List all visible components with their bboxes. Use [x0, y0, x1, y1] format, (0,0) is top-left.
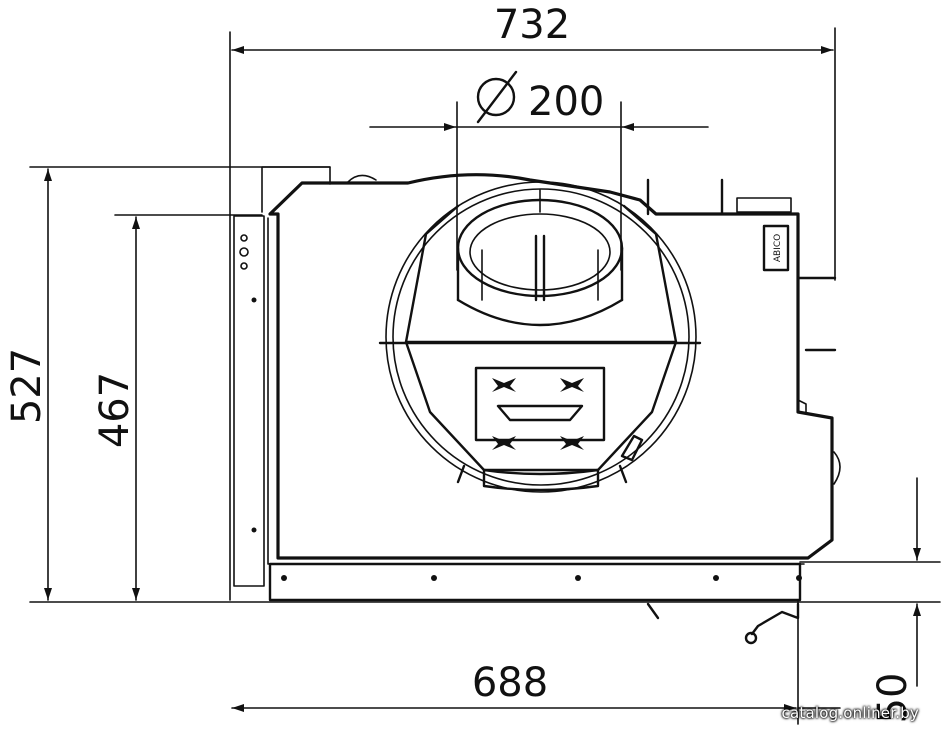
- wing-nut-icon: [492, 378, 584, 450]
- dimension-base-offset: 50: [799, 477, 941, 724]
- fireplace-insert: ABICO: [233, 166, 841, 645]
- dimension-overall-width: 732: [229, 2, 836, 601]
- dimension-label-732: 732: [494, 2, 570, 48]
- dimension-overall-height: 527: [4, 166, 941, 603]
- dimension-label-200: 200: [528, 79, 604, 125]
- brand-label: ABICO: [773, 234, 783, 262]
- dimension-base-width: 688: [231, 599, 841, 725]
- dimension-label-688: 688: [472, 660, 548, 706]
- dimension-label-527: 527: [4, 348, 50, 424]
- dimension-flue-diameter: 200: [369, 70, 709, 271]
- diameter-symbol-icon: [476, 70, 518, 124]
- dimension-label-467: 467: [92, 372, 138, 448]
- watermark: catalog.onliner.by: [781, 704, 919, 722]
- dimension-inner-height: 467: [92, 214, 263, 601]
- dimension-label-50: 50: [870, 673, 916, 724]
